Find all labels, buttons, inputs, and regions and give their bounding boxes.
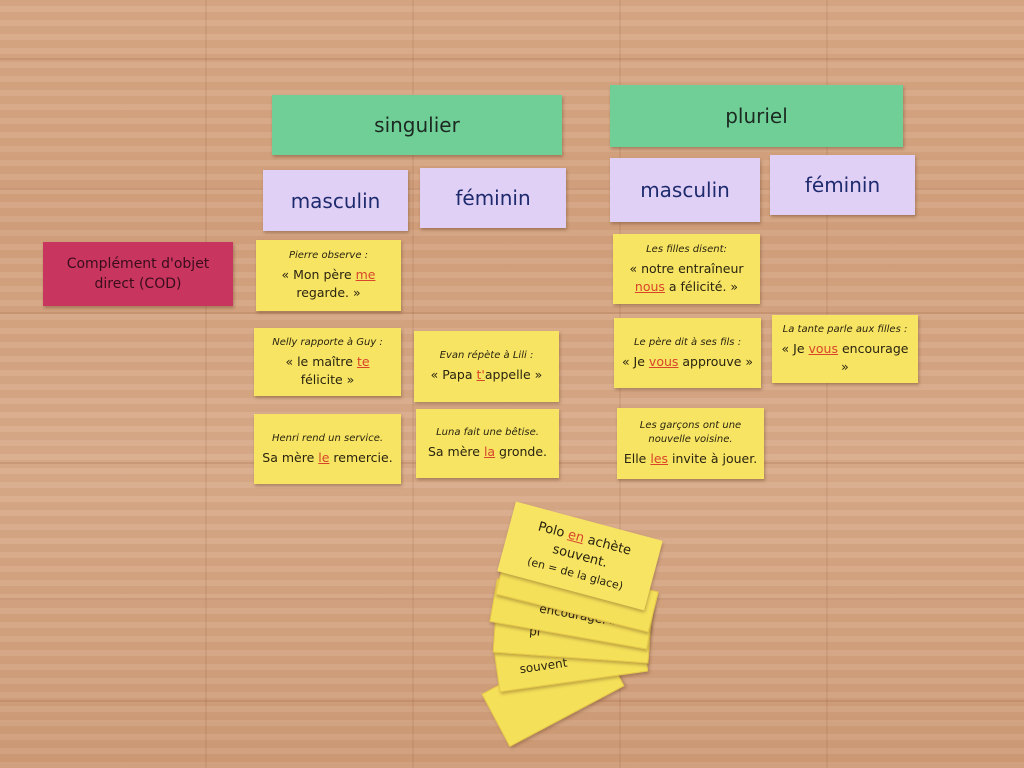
header-pluriel[interactable]: pluriel: [610, 85, 903, 147]
header-label: féminin: [455, 186, 531, 210]
card-line: félicite »: [300, 371, 355, 387]
card-line: nous a félicité. »: [634, 278, 739, 294]
sentence-card-luna[interactable]: Luna fait une bêtise. Sa mère la gronde.: [416, 409, 559, 478]
card-intro: nouvelle voisine.: [648, 434, 733, 445]
card-intro: Les filles disent:: [646, 243, 727, 255]
header-singulier[interactable]: singulier: [272, 95, 562, 155]
card-intro: Le père dit à ses fils :: [633, 336, 742, 348]
sentence-card-nelly[interactable]: Nelly rapporte à Guy : « le maître te fé…: [254, 328, 401, 396]
card-line: Sa mère la gronde.: [427, 444, 548, 459]
card-intro: Luna fait une bêtise.: [436, 427, 539, 438]
sentence-card-pere[interactable]: Le père dit à ses fils : « Je vous appro…: [614, 318, 761, 388]
header-label: masculin: [640, 178, 730, 202]
sentence-card-filles[interactable]: Les filles disent: « notre entraîneur no…: [613, 234, 760, 304]
card-line: « Je vous approuve »: [621, 353, 754, 369]
header-pluriel-feminin[interactable]: féminin: [770, 155, 915, 215]
sentence-card-tante[interactable]: La tante parle aux filles : « Je vous en…: [772, 315, 918, 383]
pronoun: la: [483, 444, 496, 459]
card-line: « Je vous encourage »: [781, 340, 909, 374]
card-intro: La tante parle aux filles :: [782, 323, 908, 335]
pile-card-text: souvent: [518, 655, 569, 677]
wood-grain: [0, 312, 1024, 314]
pronoun: vous: [808, 340, 838, 356]
card-line: Elle les invite à jouer.: [623, 451, 758, 466]
header-singulier-feminin[interactable]: féminin: [420, 168, 566, 228]
sentence-card-garcons[interactable]: Les garçons ont une nouvelle voisine. El…: [617, 408, 764, 479]
row-label-cod[interactable]: Complément d'objet direct (COD): [43, 242, 233, 306]
card-line: « Papa t'appelle »: [430, 367, 543, 382]
card-intro: Nelly rapporte à Guy :: [272, 336, 383, 348]
wood-grain: [0, 58, 1024, 60]
header-label: masculin: [290, 188, 381, 213]
pronoun: nous: [634, 278, 665, 294]
pronoun: te: [356, 353, 370, 369]
card-line: « Mon père me: [281, 267, 376, 282]
card-line: « le maître te: [285, 353, 370, 369]
pronoun: vous: [648, 353, 679, 369]
card-intro: Les garçons ont une: [639, 420, 742, 431]
header-singulier-masculin[interactable]: masculin: [263, 170, 408, 231]
card-line: regarde. »: [296, 285, 361, 300]
header-singulier-label: singulier: [374, 113, 460, 137]
sentence-card-henri[interactable]: Henri rend un service. Sa mère le remerc…: [254, 414, 401, 484]
card-intro: Evan répète à Lili :: [439, 350, 534, 361]
card-line: Sa mère le remercie.: [262, 449, 393, 465]
row-label-line: Complément d'objet: [66, 256, 210, 272]
card-intro: Pierre observe :: [288, 250, 369, 261]
header-label: féminin: [804, 173, 881, 197]
card-intro: Henri rend un service.: [271, 432, 384, 444]
row-label-line: direct (COD): [94, 276, 182, 292]
pronoun: t': [476, 367, 485, 382]
pronoun: le: [318, 449, 330, 465]
header-pluriel-masculin[interactable]: masculin: [610, 158, 760, 222]
sentence-card-pierre[interactable]: Pierre observe : « Mon père me regarde. …: [256, 240, 401, 311]
header-pluriel-label: pluriel: [725, 104, 788, 128]
sentence-card-evan[interactable]: Evan répète à Lili : « Papa t'appelle »: [414, 331, 559, 402]
card-line: « notre entraîneur: [629, 260, 744, 276]
pronoun: me: [355, 267, 376, 282]
pronoun: les: [650, 451, 669, 466]
